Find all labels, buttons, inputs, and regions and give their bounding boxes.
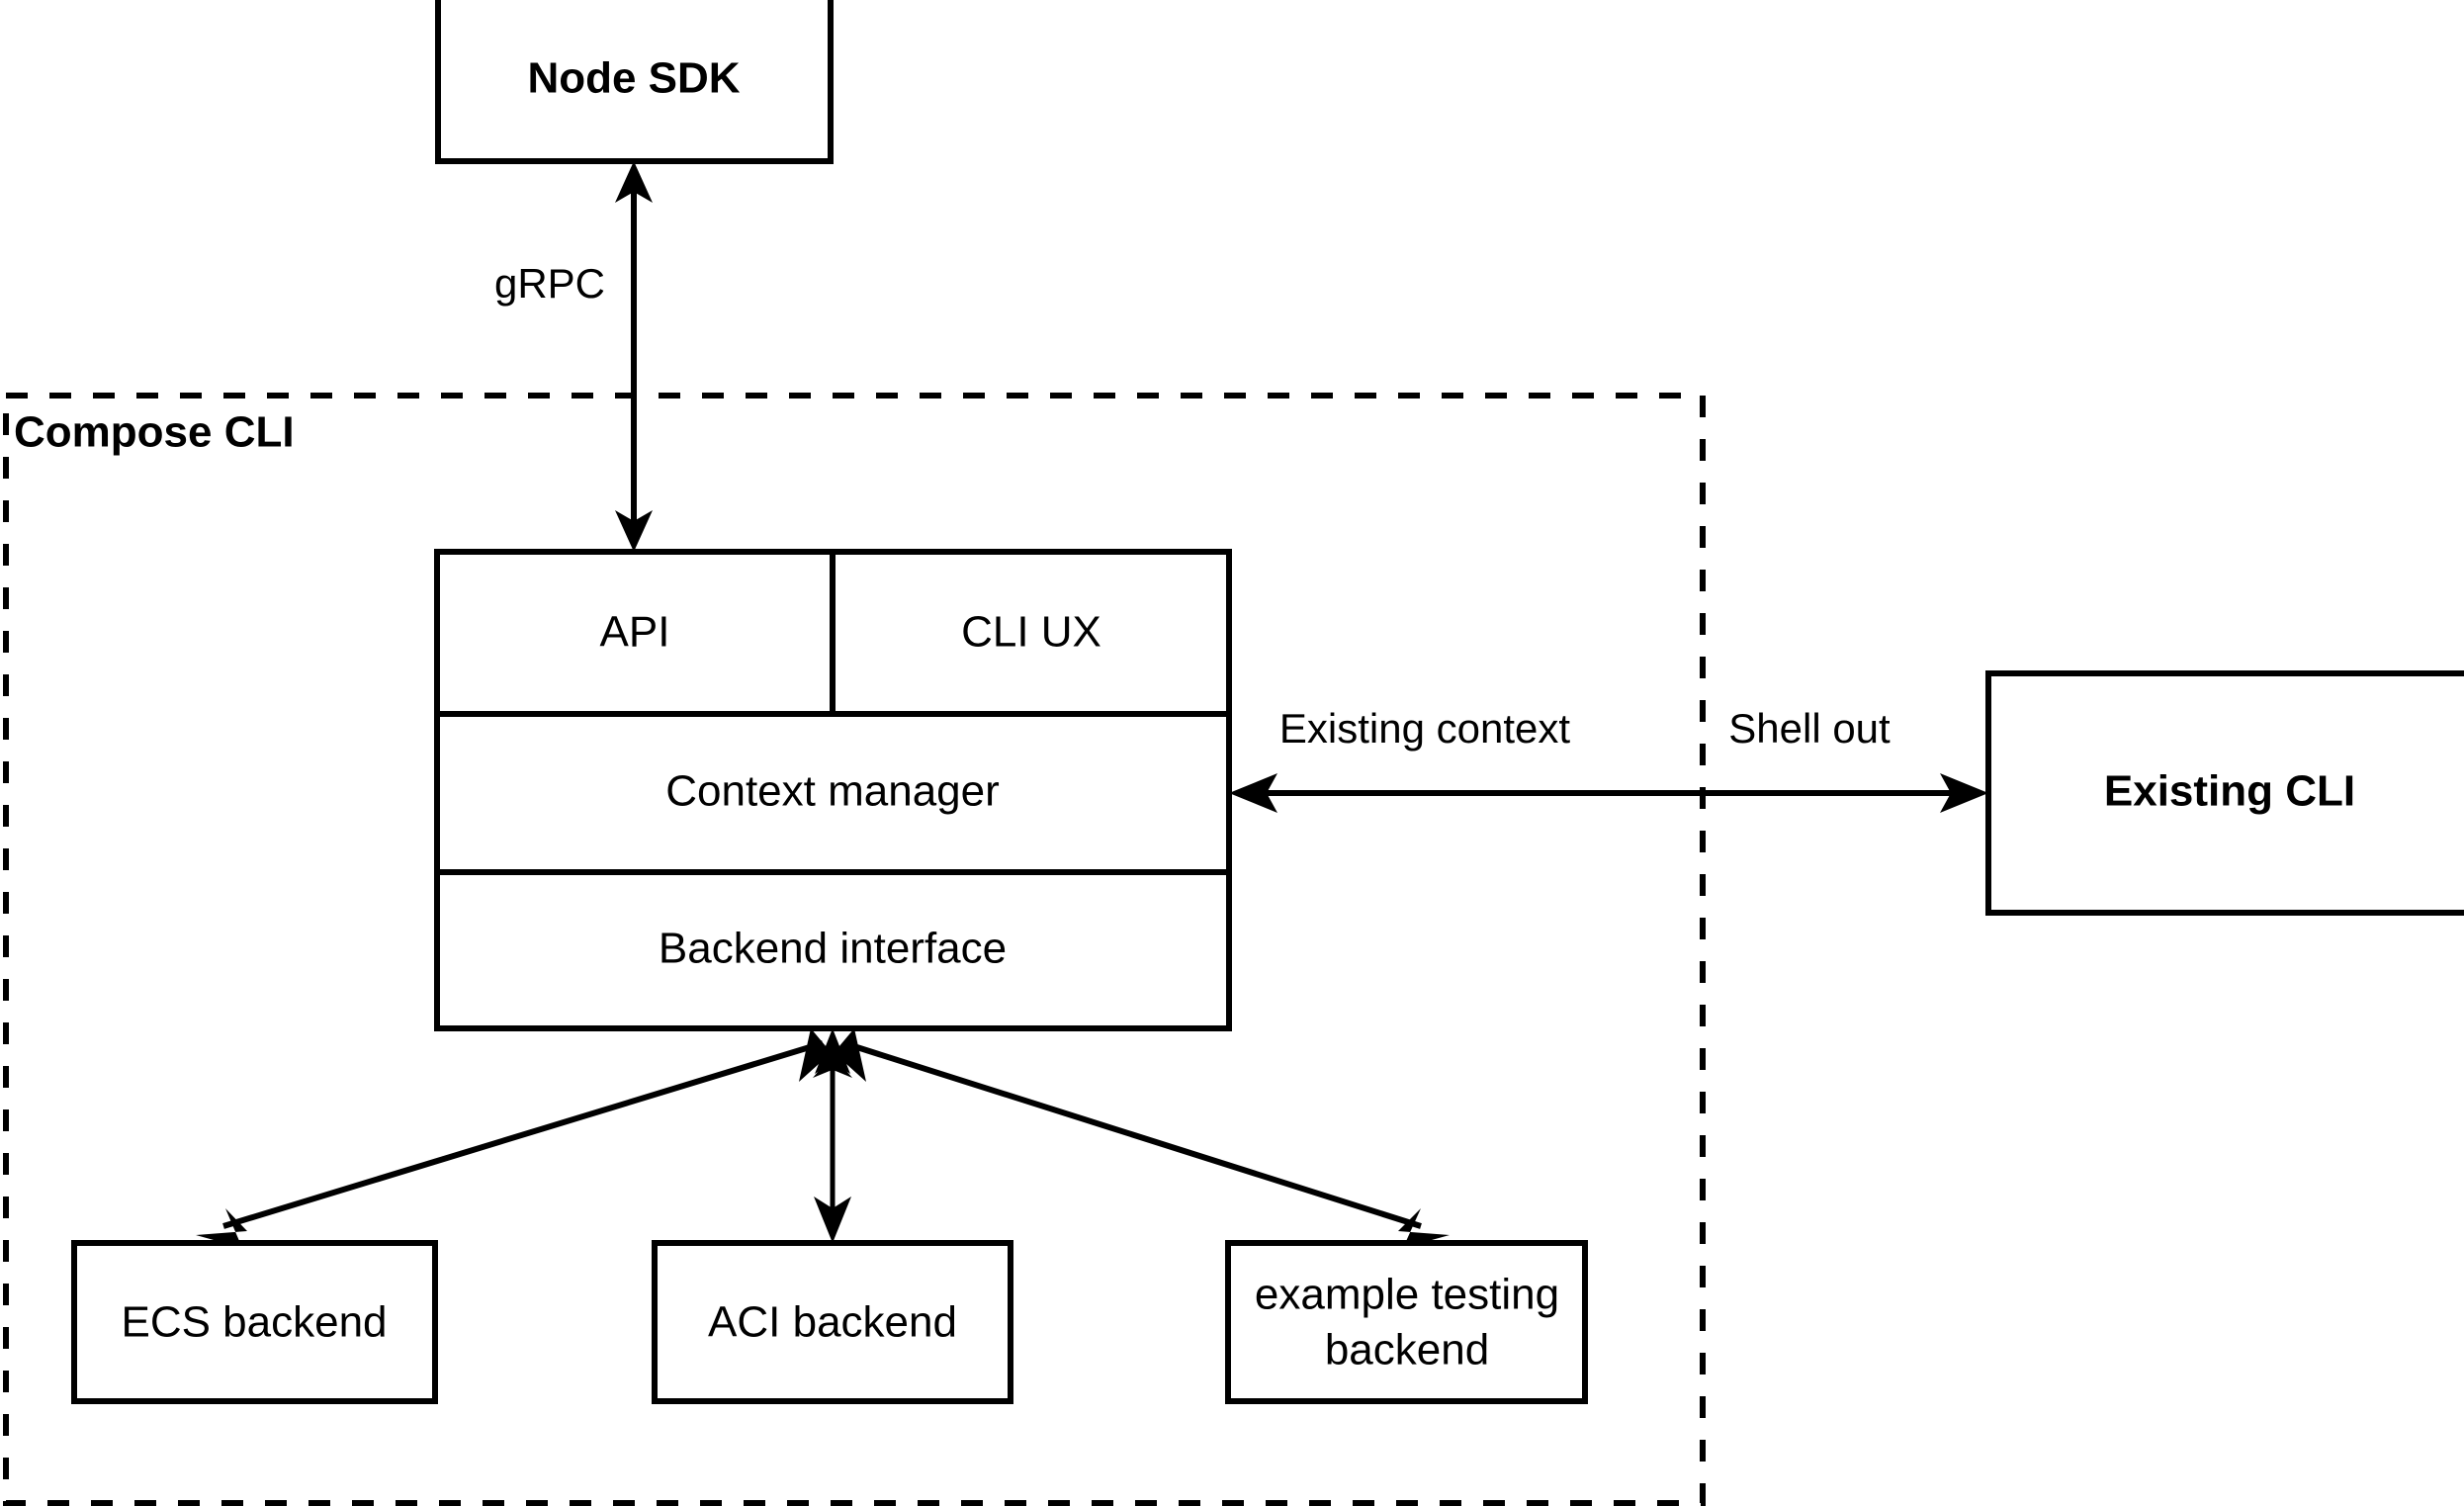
edge-backend-ecs-arrowhead-down bbox=[196, 1208, 247, 1248]
edge-backend-example-arrowhead-up bbox=[813, 1028, 866, 1082]
node-sdk-label: Node SDK bbox=[527, 54, 740, 103]
api-label: API bbox=[600, 608, 670, 657]
edge-grpc-label: gRPC bbox=[494, 260, 605, 307]
existing-cli-label: Existing CLI bbox=[2104, 767, 2355, 816]
example-testing-backend-label-line2: backend bbox=[1325, 1326, 1489, 1374]
aci-backend-label: ACI backend bbox=[708, 1298, 957, 1347]
edge-existing-context-label: Existing context bbox=[1279, 705, 1570, 752]
edge-existing-context-arrowhead bbox=[1229, 773, 1277, 813]
ecs-backend-box[interactable] bbox=[71, 1240, 438, 1404]
context-manager-label: Context manager bbox=[665, 767, 1000, 816]
group-compose-cli-label: Compose CLI bbox=[14, 408, 295, 457]
example-testing-backend-box[interactable] bbox=[1225, 1240, 1588, 1404]
aci-backend-box[interactable] bbox=[652, 1240, 1013, 1404]
edge-grpc-arrowhead-up bbox=[615, 161, 653, 203]
edge-shell-out-arrowhead bbox=[1940, 773, 1988, 813]
group-compose-cli-border bbox=[3, 393, 1706, 1506]
ecs-backend-label: ECS backend bbox=[121, 1298, 387, 1347]
edge-shell-out-label: Shell out bbox=[1728, 705, 1891, 752]
node-sdk-box[interactable] bbox=[435, 0, 834, 164]
edge-grpc-arrowhead-down bbox=[615, 510, 653, 552]
cli-ux-label: CLI UX bbox=[961, 608, 1101, 657]
backend-interface-label: Backend interface bbox=[659, 925, 1007, 973]
example-testing-backend-label-line1: example testing bbox=[1255, 1271, 1559, 1319]
edge-backend-ecs-line bbox=[222, 1040, 824, 1229]
edge-backend-example-arrowhead-down bbox=[1398, 1208, 1450, 1248]
edge-backend-aci-arrowhead-down bbox=[814, 1197, 851, 1243]
edge-backend-example-line bbox=[843, 1040, 1422, 1229]
